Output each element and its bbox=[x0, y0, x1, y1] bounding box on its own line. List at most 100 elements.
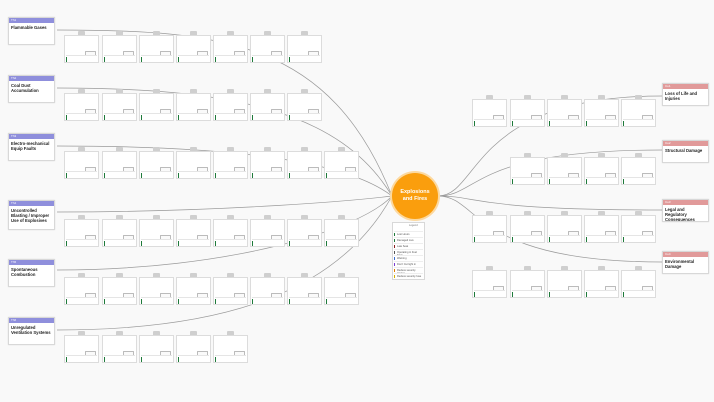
barrier-connector bbox=[78, 89, 85, 93]
barrier-card[interactable] bbox=[324, 277, 359, 305]
barrier-status-marker bbox=[289, 241, 290, 246]
barrier-status-marker bbox=[178, 241, 179, 246]
barrier-connector bbox=[227, 31, 234, 35]
barrier-card[interactable] bbox=[64, 277, 99, 305]
barrier-card[interactable] bbox=[176, 151, 211, 179]
barrier-card[interactable] bbox=[584, 215, 619, 243]
barrier-card[interactable] bbox=[250, 35, 285, 63]
barrier-card[interactable] bbox=[213, 219, 248, 247]
barrier-card[interactable] bbox=[213, 151, 248, 179]
barrier-status-marker bbox=[104, 299, 105, 304]
barrier-connector bbox=[338, 147, 345, 151]
barrier-card[interactable] bbox=[324, 219, 359, 247]
barrier-card[interactable] bbox=[250, 151, 285, 179]
barrier-card[interactable] bbox=[510, 157, 545, 185]
barrier-card[interactable] bbox=[213, 93, 248, 121]
barrier-card[interactable] bbox=[287, 93, 322, 121]
barrier-card[interactable] bbox=[176, 93, 211, 121]
barrier-card[interactable] bbox=[547, 215, 582, 243]
barrier-card[interactable] bbox=[64, 335, 99, 363]
barrier-card[interactable] bbox=[176, 277, 211, 305]
barrier-card[interactable] bbox=[584, 99, 619, 127]
barrier-card[interactable] bbox=[139, 93, 174, 121]
barrier-connector bbox=[116, 31, 123, 35]
barrier-status-row bbox=[586, 235, 617, 242]
barrier-connector bbox=[524, 211, 531, 215]
legend-item-label: Warning bbox=[397, 257, 407, 260]
barrier-status-row bbox=[215, 355, 246, 362]
barrier-card[interactable] bbox=[472, 270, 507, 298]
consequence-id: Co2 bbox=[665, 141, 671, 145]
barrier-card[interactable] bbox=[64, 35, 99, 63]
barrier-card[interactable] bbox=[287, 35, 322, 63]
barrier-card[interactable] bbox=[102, 93, 137, 121]
barrier-card[interactable] bbox=[102, 277, 137, 305]
barrier-connector bbox=[301, 31, 308, 35]
barrier-card[interactable] bbox=[176, 335, 211, 363]
barrier-status-marker bbox=[215, 57, 216, 62]
barrier-status-marker bbox=[178, 115, 179, 120]
threat-title: Uncontrolled Blasting / Improper Use of … bbox=[11, 208, 50, 223]
barrier-card[interactable] bbox=[287, 151, 322, 179]
barrier-card[interactable] bbox=[250, 219, 285, 247]
barrier-card[interactable] bbox=[176, 35, 211, 63]
barrier-card[interactable] bbox=[547, 270, 582, 298]
barrier-card[interactable] bbox=[472, 215, 507, 243]
barrier-card[interactable] bbox=[64, 151, 99, 179]
barrier-card[interactable] bbox=[139, 151, 174, 179]
barrier-card[interactable] bbox=[621, 157, 656, 185]
barrier-card[interactable] bbox=[213, 35, 248, 63]
barrier-connector bbox=[598, 266, 605, 270]
barrier-card[interactable] bbox=[287, 277, 322, 305]
barrier-connector bbox=[78, 31, 85, 35]
barrier-card[interactable] bbox=[547, 99, 582, 127]
barrier-status-row bbox=[178, 239, 209, 246]
barrier-connector bbox=[116, 331, 123, 335]
barrier-card[interactable] bbox=[621, 215, 656, 243]
barrier-card[interactable] bbox=[584, 157, 619, 185]
barrier-card[interactable] bbox=[102, 151, 137, 179]
threat-title: Spontaneous Combustion bbox=[11, 267, 38, 277]
barrier-card[interactable] bbox=[584, 270, 619, 298]
barrier-connector bbox=[116, 273, 123, 277]
barrier-card[interactable] bbox=[213, 335, 248, 363]
barrier-card[interactable] bbox=[621, 99, 656, 127]
barrier-card[interactable] bbox=[102, 335, 137, 363]
barrier-status-row bbox=[289, 239, 320, 246]
barrier-card[interactable] bbox=[621, 270, 656, 298]
barrier-card[interactable] bbox=[250, 93, 285, 121]
barrier-card[interactable] bbox=[64, 219, 99, 247]
barrier-status-row bbox=[289, 171, 320, 178]
barrier-card[interactable] bbox=[510, 270, 545, 298]
barrier-status-marker bbox=[512, 121, 513, 126]
top-event[interactable]: Explosions and Fires bbox=[392, 173, 438, 219]
barrier-card[interactable] bbox=[102, 219, 137, 247]
barrier-card[interactable] bbox=[547, 157, 582, 185]
barrier-card[interactable] bbox=[139, 335, 174, 363]
barrier-card[interactable] bbox=[139, 277, 174, 305]
barrier-card[interactable] bbox=[472, 99, 507, 127]
barrier-card[interactable] bbox=[102, 35, 137, 63]
barrier-status-marker bbox=[215, 357, 216, 362]
barrier-card[interactable] bbox=[250, 277, 285, 305]
barrier-card[interactable] bbox=[510, 215, 545, 243]
barrier-card[interactable] bbox=[176, 219, 211, 247]
barrier-card[interactable] bbox=[139, 219, 174, 247]
barrier-card[interactable] bbox=[287, 219, 322, 247]
barrier-card[interactable] bbox=[139, 35, 174, 63]
barrier-card[interactable] bbox=[510, 99, 545, 127]
barrier-card[interactable] bbox=[64, 93, 99, 121]
barrier-card[interactable] bbox=[324, 151, 359, 179]
barrier-card[interactable] bbox=[213, 277, 248, 305]
barrier-connector bbox=[227, 273, 234, 277]
